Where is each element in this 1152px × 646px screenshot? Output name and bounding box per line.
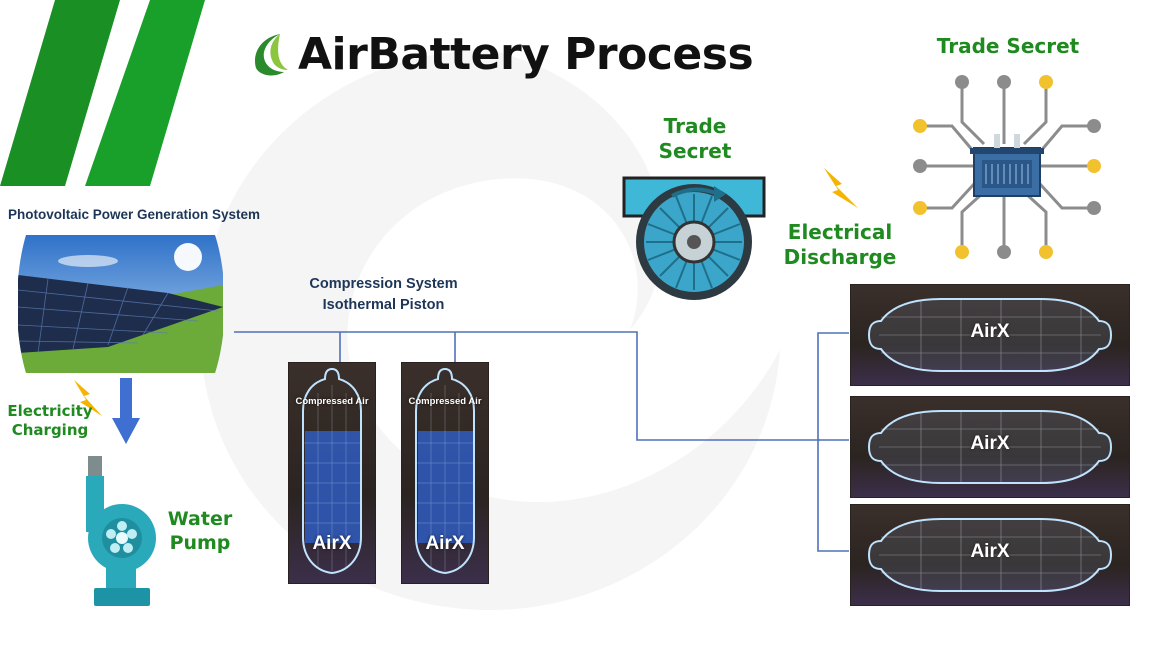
compression-title-line1: Compression System xyxy=(309,276,458,292)
vertical-tank-2: Compressed Air AirX xyxy=(401,362,489,584)
horizontal-tank-2: AirX xyxy=(850,396,1130,498)
corner-green-stripes xyxy=(0,0,205,186)
inverter-trade-secret-label: Trade Secret xyxy=(936,34,1080,58)
solar-panel-image xyxy=(18,235,223,373)
title-group: AirBattery Process xyxy=(250,24,754,84)
inverter-circuit-icon xyxy=(913,75,1101,259)
turbine-trade-secret-label: Trade Secret xyxy=(658,114,732,163)
airx-label-v1: AirX xyxy=(312,533,352,554)
horizontal-tank-3: AirX xyxy=(850,504,1130,606)
leaf-logo-icon xyxy=(255,34,288,76)
page-title: AirBattery Process xyxy=(298,28,754,80)
compression-system-label: Compression System Isothermal Piston xyxy=(296,274,471,316)
airx-label-v2: AirX xyxy=(425,533,465,554)
lightning-bolt-icon xyxy=(74,380,102,416)
water-pump-icon xyxy=(86,456,156,606)
vertical-tank-1: Compressed Air AirX xyxy=(288,362,376,584)
water-pump-label: Water Pump xyxy=(167,508,233,554)
down-arrow-icon xyxy=(112,378,140,444)
turbine-icon xyxy=(622,176,766,300)
airx-label-h3: AirX xyxy=(970,541,1010,562)
airx-label-h1: AirX xyxy=(970,321,1010,342)
horizontal-tank-1: AirX xyxy=(850,284,1130,386)
electricity-charging-label: Electricity Charging xyxy=(7,402,93,439)
discharge-lightning-bolt-icon xyxy=(824,168,858,208)
photovoltaic-label: Photovoltaic Power Generation System xyxy=(8,207,261,222)
compression-title-line2: Isothermal Piston xyxy=(322,297,445,314)
electrical-discharge-label: Electrical Discharge xyxy=(783,220,897,269)
compressed-air-label-2: Compressed Air xyxy=(408,396,482,407)
airx-label-h2: AirX xyxy=(970,433,1010,454)
compressed-air-label-1: Compressed Air xyxy=(295,396,369,407)
